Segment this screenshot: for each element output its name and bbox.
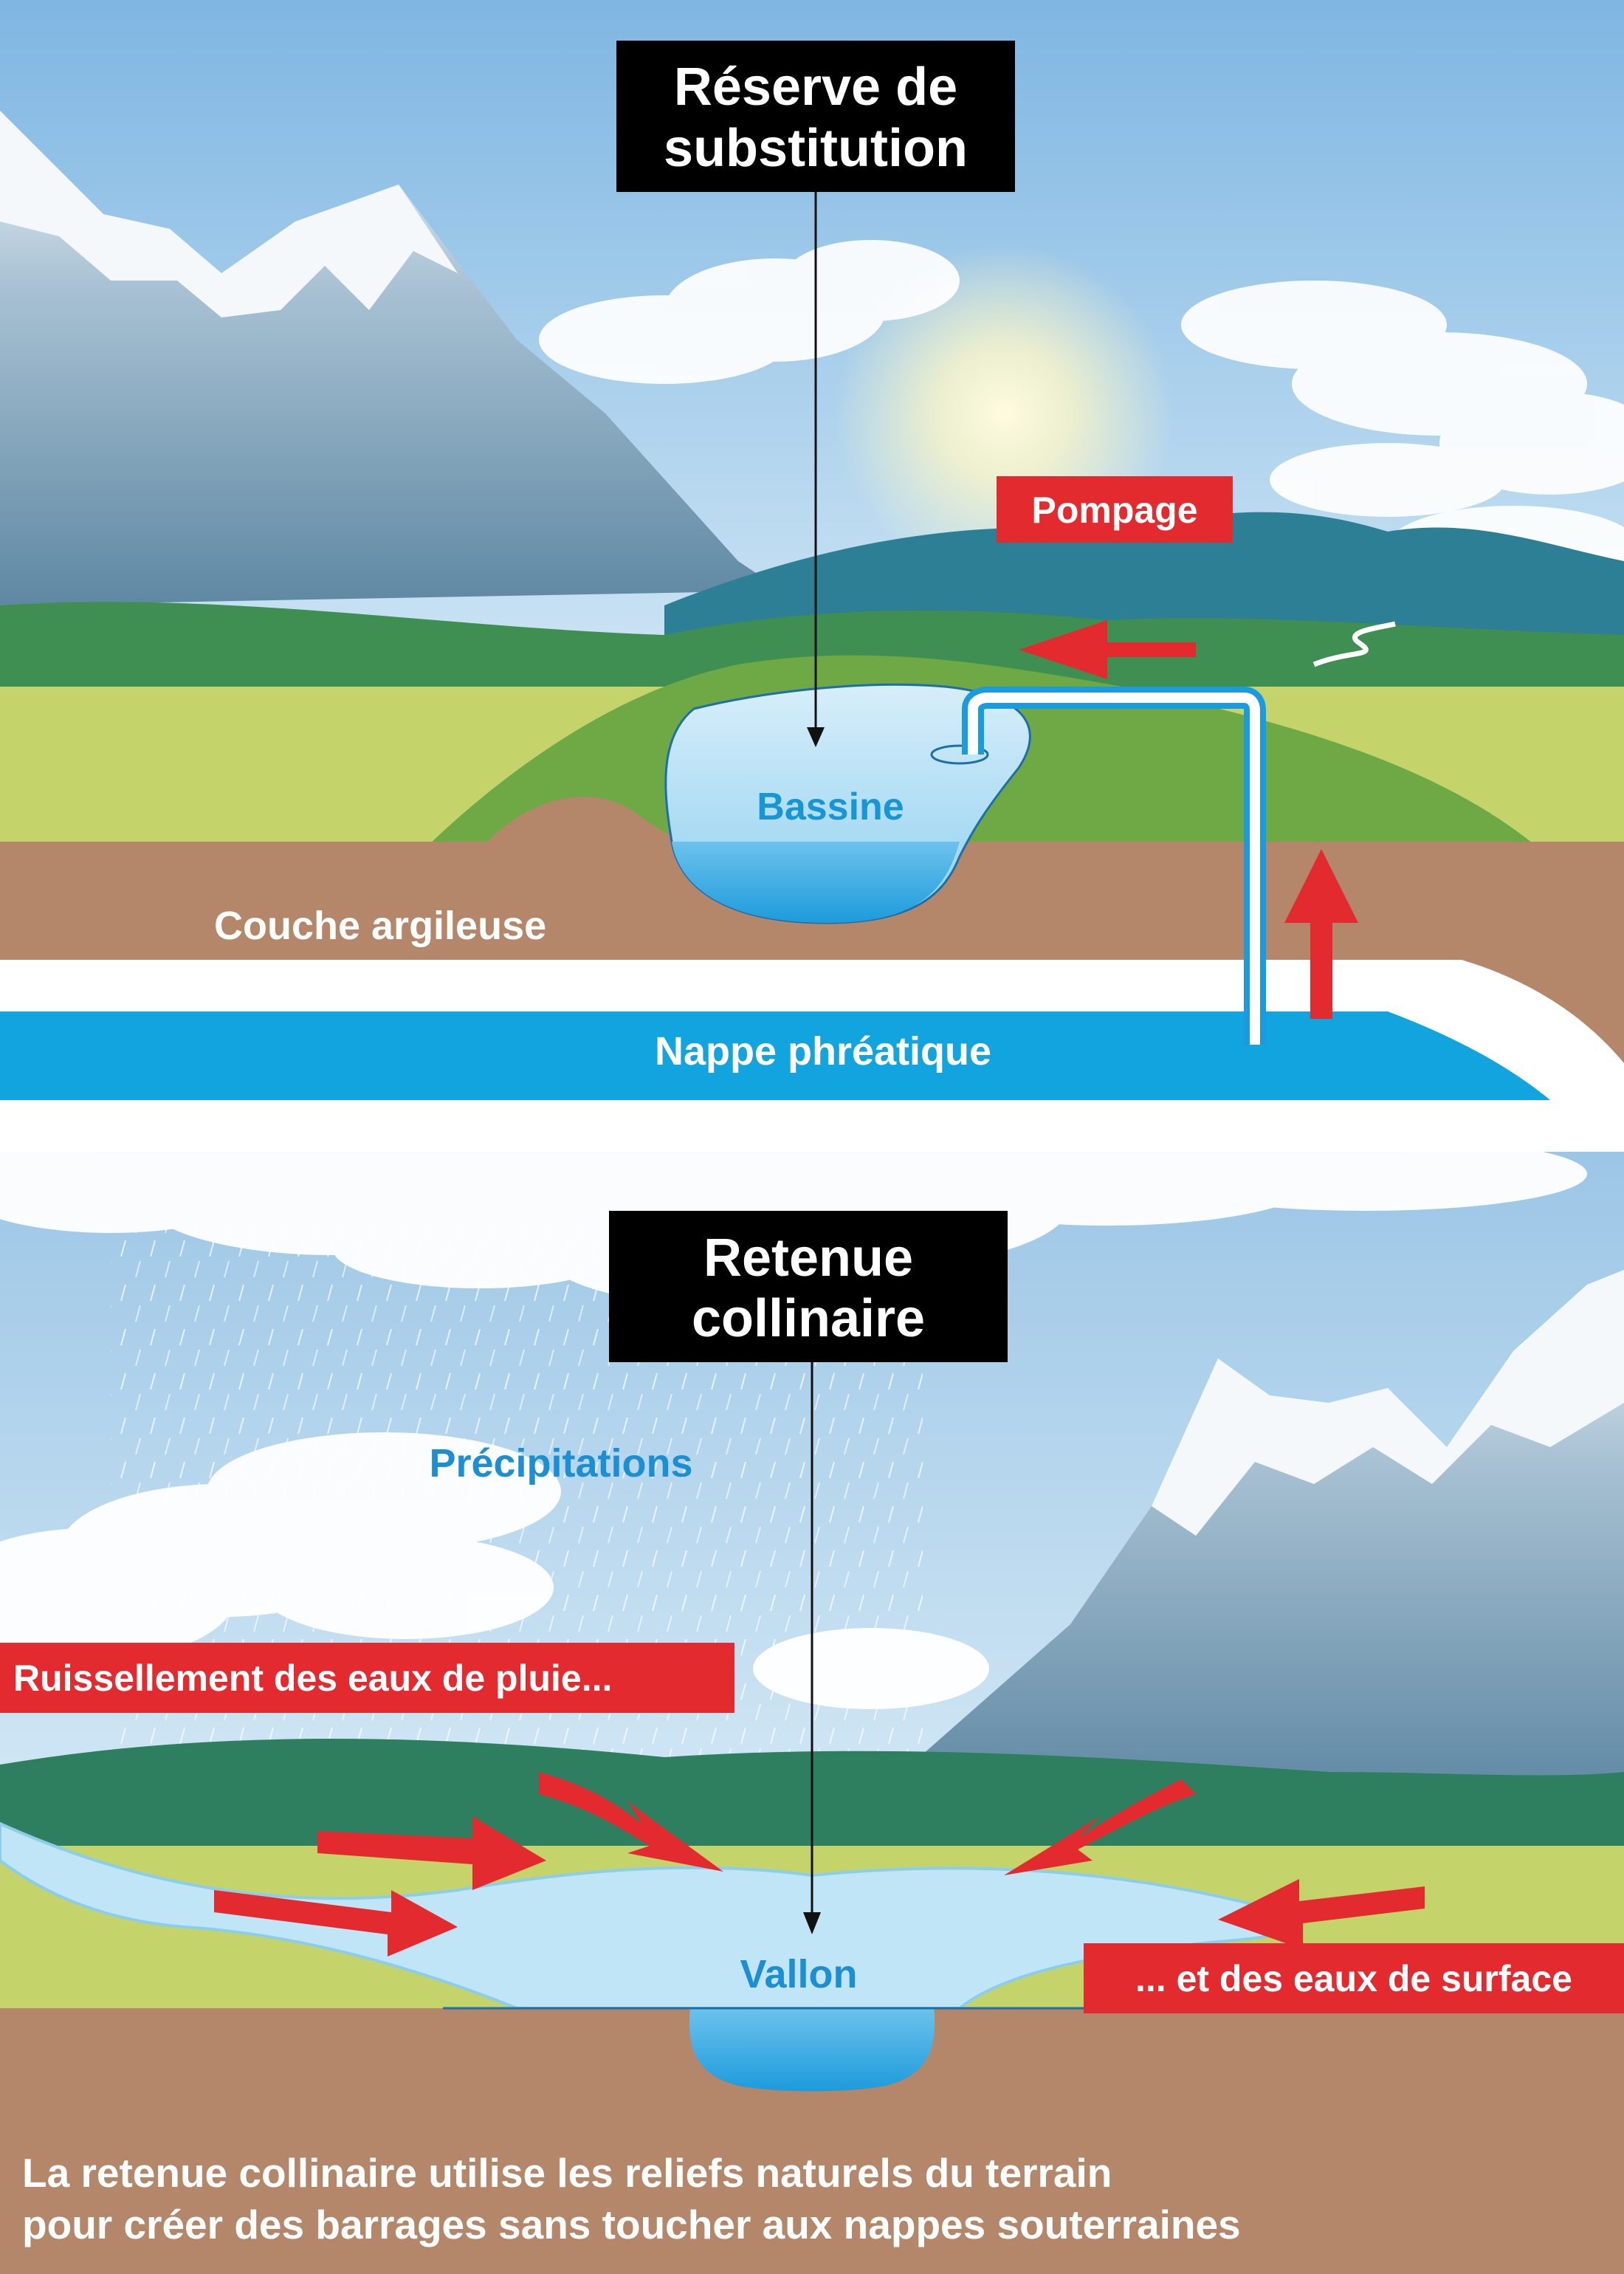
title-box-bottom (609, 1211, 1008, 1362)
runoff-arrows (214, 1772, 1425, 1957)
surface-label-box (1084, 1943, 1624, 2013)
precip-label: Précipitations (429, 1441, 692, 1485)
mountain-right (886, 1270, 1624, 1801)
basin-deep-water (672, 842, 960, 923)
runoff-arrow-4 (1004, 1779, 1196, 1875)
aquifer-label: Nappe phréatique (655, 1029, 991, 1074)
runoff-arrow-1 (317, 1816, 546, 1890)
pompage-label: Pompage (1031, 490, 1197, 531)
title-bottom-line1: Retenue (703, 1229, 913, 1288)
valley-pit (689, 2008, 935, 2092)
mountain-left (0, 111, 782, 605)
title-box-top (616, 41, 1015, 192)
hills-green (0, 602, 1624, 694)
snow-right (1152, 1270, 1624, 1536)
surface-label: ... et des eaux de surface (1135, 1958, 1572, 1999)
valley-label: Vallon (740, 1952, 857, 1996)
aquifer (0, 1011, 1550, 1100)
title-bottom-line2: collinaire (692, 1289, 925, 1348)
caption-line1: La retenue collinaire utilise les relief… (22, 2150, 1112, 2196)
clay-label: Couche argileuse (214, 904, 546, 948)
runoff-arrow-3 (539, 1772, 723, 1872)
basin-label: Bassine (757, 786, 904, 828)
runoff-label: Ruissellement des eaux de pluie... (13, 1658, 612, 1699)
arrow-up-pompage (1284, 849, 1358, 1019)
snow-left (0, 111, 458, 317)
arrow-left-pompage (1019, 620, 1196, 679)
runoff-arrow-2 (214, 1890, 458, 1957)
title-top-line2: substitution (664, 119, 968, 178)
bottom-panel: Retenue collinaire Précipitations Ruisse… (0, 1130, 1624, 2274)
runoff-arrow-5 (1218, 1879, 1425, 1949)
pipe-outlet-ripple (930, 744, 989, 765)
clay-layer (0, 797, 1624, 1085)
title-top-line1: Réserve de (674, 58, 957, 117)
caption-line2: pour créer des barrages sans toucher aux… (22, 2202, 1241, 2247)
top-panel: Réserve de substitution Pompage Bassine … (0, 0, 1624, 1115)
runoff-label-box (0, 1643, 734, 1713)
pompage-label-box (997, 476, 1233, 543)
river (1312, 621, 1396, 667)
separator-band (0, 960, 1624, 1115)
